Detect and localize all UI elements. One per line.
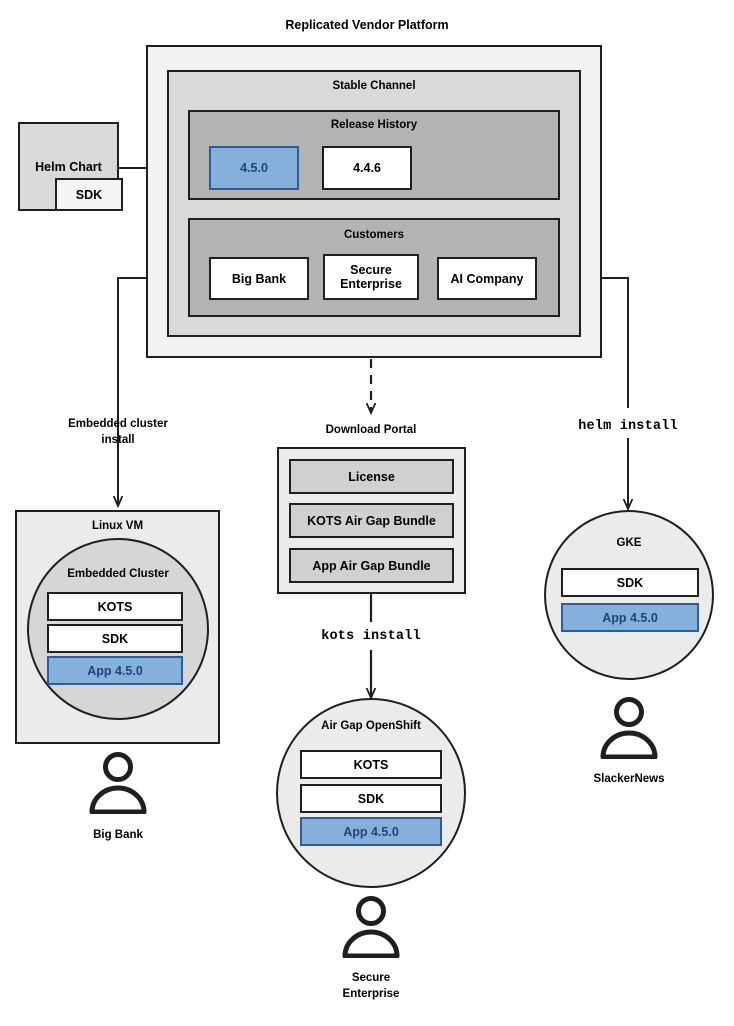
gke-component-app: App 4.5.0 bbox=[561, 603, 699, 632]
download-portal-title: Download Portal bbox=[325, 424, 417, 436]
customer-ai-company[interactable]: AI Company bbox=[437, 257, 537, 300]
artifact-label: KOTS Air Gap Bundle bbox=[307, 513, 436, 528]
release-history-title: Release History bbox=[330, 119, 418, 131]
gke-component-sdk: SDK bbox=[561, 568, 699, 597]
component-label: App 4.5.0 bbox=[87, 663, 143, 678]
artifact-kots-air-gap-bundle[interactable]: KOTS Air Gap Bundle bbox=[289, 503, 454, 538]
artifact-app-air-gap-bundle[interactable]: App Air Gap Bundle bbox=[289, 548, 454, 583]
component-label: KOTS bbox=[97, 599, 133, 614]
linux-vm-title: Linux VM bbox=[91, 520, 144, 532]
helm-chart-sdk-box[interactable]: SDK bbox=[55, 178, 123, 211]
artifact-label: App Air Gap Bundle bbox=[312, 558, 431, 573]
artifact-label: License bbox=[348, 469, 395, 484]
person-icon bbox=[89, 752, 147, 814]
openshift-component-kots: KOTS bbox=[300, 750, 442, 779]
component-label: SDK bbox=[616, 575, 644, 590]
actor-slackernews-label: SlackerNews bbox=[593, 773, 665, 785]
actor-big-bank-label: Big Bank bbox=[93, 829, 143, 841]
actor-secure-enterprise-line1: Secure bbox=[351, 972, 391, 984]
customer-label: Big Bank bbox=[231, 271, 287, 286]
actor-secure-enterprise-line2: Enterprise bbox=[342, 988, 400, 1000]
customers-title: Customers bbox=[343, 229, 405, 241]
customer-label: AI Company bbox=[450, 271, 524, 286]
release-label: 4.4.6 bbox=[353, 161, 381, 175]
customer-big-bank[interactable]: Big Bank bbox=[209, 257, 309, 300]
linuxvm-component-sdk: SDK bbox=[47, 624, 183, 653]
gke-title: GKE bbox=[616, 537, 642, 549]
component-label: KOTS bbox=[353, 757, 389, 772]
openshift-component-sdk: SDK bbox=[300, 784, 442, 813]
embedded-cluster-title: Embedded Cluster bbox=[67, 568, 169, 580]
page-title: Replicated Vendor Platform bbox=[285, 18, 449, 32]
edge-label-kots-install: kots install bbox=[321, 629, 421, 644]
person-icon bbox=[600, 697, 658, 759]
openshift-title: Air Gap OpenShift bbox=[321, 720, 421, 732]
customer-secure-enterprise[interactable]: Secure Enterprise bbox=[323, 254, 419, 300]
person-icon bbox=[342, 896, 400, 958]
component-label: SDK bbox=[101, 631, 129, 646]
linuxvm-component-kots: KOTS bbox=[47, 592, 183, 621]
customer-label: Secure Enterprise bbox=[340, 262, 402, 291]
component-label: SDK bbox=[357, 791, 385, 806]
release-label: 4.5.0 bbox=[240, 161, 268, 175]
stable-channel-title: Stable Channel bbox=[332, 80, 416, 92]
release-4-5-0[interactable]: 4.5.0 bbox=[209, 146, 299, 190]
artifact-license[interactable]: License bbox=[289, 459, 454, 494]
openshift-component-app: App 4.5.0 bbox=[300, 817, 442, 846]
component-label: App 4.5.0 bbox=[602, 610, 658, 625]
edge-label-helm-install: helm install bbox=[578, 419, 678, 434]
component-label: App 4.5.0 bbox=[343, 824, 399, 839]
edge-label-embedded-install-line2: install bbox=[101, 434, 135, 446]
linuxvm-component-app: App 4.5.0 bbox=[47, 656, 183, 685]
helm-chart-label: Helm Chart bbox=[35, 160, 102, 174]
sdk-label: SDK bbox=[75, 187, 103, 202]
release-4-4-6[interactable]: 4.4.6 bbox=[322, 146, 412, 190]
edge-label-embedded-install-line1: Embedded cluster bbox=[68, 418, 168, 430]
